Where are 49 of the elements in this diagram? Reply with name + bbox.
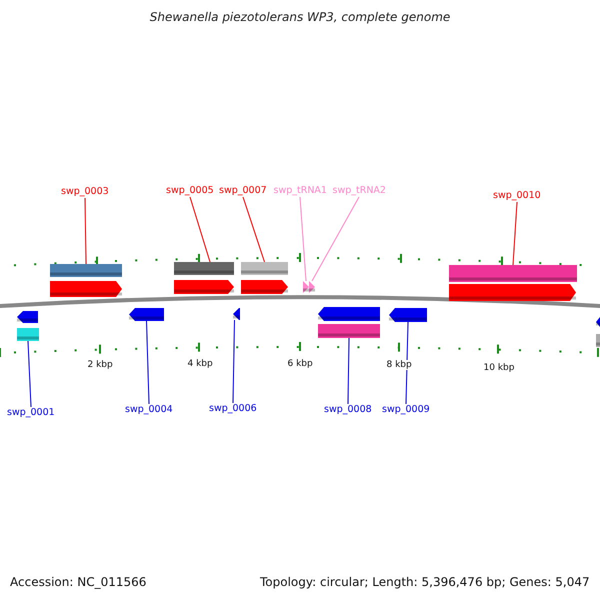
- leader-line: [300, 196, 306, 282]
- gene-label: swp_0003: [61, 186, 109, 198]
- gene-feature: [174, 280, 234, 294]
- gene-label: swp_0010: [493, 190, 541, 202]
- annotation-bar: [17, 328, 39, 341]
- scale-label: 4 kbp: [188, 359, 213, 369]
- gene-feature: [389, 308, 427, 322]
- leader-line: [512, 202, 518, 266]
- gene-feature: [318, 307, 380, 321]
- leader-line: [232, 320, 235, 404]
- gene-label: swp_tRNA2: [332, 185, 386, 197]
- annotation-bar: [174, 262, 234, 275]
- diagram-title: Shewanella piezotolerans WP3, complete genome: [148, 10, 452, 24]
- gene-label: swp_0007: [219, 185, 267, 197]
- leader-line: [146, 320, 150, 404]
- gene-feature: [17, 311, 38, 323]
- annotation-bar: [318, 324, 380, 338]
- gene-label: swp_0009: [382, 404, 430, 416]
- annotation-bar: [596, 334, 600, 347]
- gene-label: swp_0004: [125, 404, 173, 416]
- footer-text: Accession: NC_011566: [10, 575, 146, 589]
- gene-feature: [129, 308, 164, 321]
- scale-label: 10 kbp: [484, 363, 514, 373]
- leader-line: [190, 196, 210, 262]
- annotation-bar: [50, 264, 122, 277]
- scale-label: 6 kbp: [288, 359, 313, 369]
- trna-feature: [309, 281, 315, 293]
- gene-feature: [233, 308, 240, 320]
- leader-line: [312, 196, 360, 282]
- leader-line: [28, 340, 32, 408]
- trna-feature: [303, 281, 309, 293]
- gene-label: swp_tRNA1: [274, 185, 327, 197]
- scale-label: 2 kbp: [88, 360, 113, 370]
- gene-feature: [596, 317, 600, 327]
- gene-label: swp_0005: [166, 185, 214, 197]
- gene-label: swp_0001: [7, 407, 55, 419]
- gene-label: swp_0008: [324, 404, 372, 416]
- gene-feature: [241, 280, 288, 294]
- annotation-bar: [449, 265, 577, 282]
- annotation-bar: [241, 262, 288, 275]
- leader-line: [348, 338, 350, 404]
- leader-line: [84, 198, 86, 264]
- leader-line: [406, 322, 408, 404]
- footer-text: Topology: circular; Length: 5,396,476 bp; Genes: 5,047: [260, 575, 590, 589]
- gene-feature: [449, 284, 576, 301]
- leader-line: [242, 196, 265, 262]
- scale-label: 8 kbp: [386, 360, 412, 370]
- gene-feature: [50, 281, 122, 297]
- gene-label: swp_0006: [209, 403, 257, 415]
